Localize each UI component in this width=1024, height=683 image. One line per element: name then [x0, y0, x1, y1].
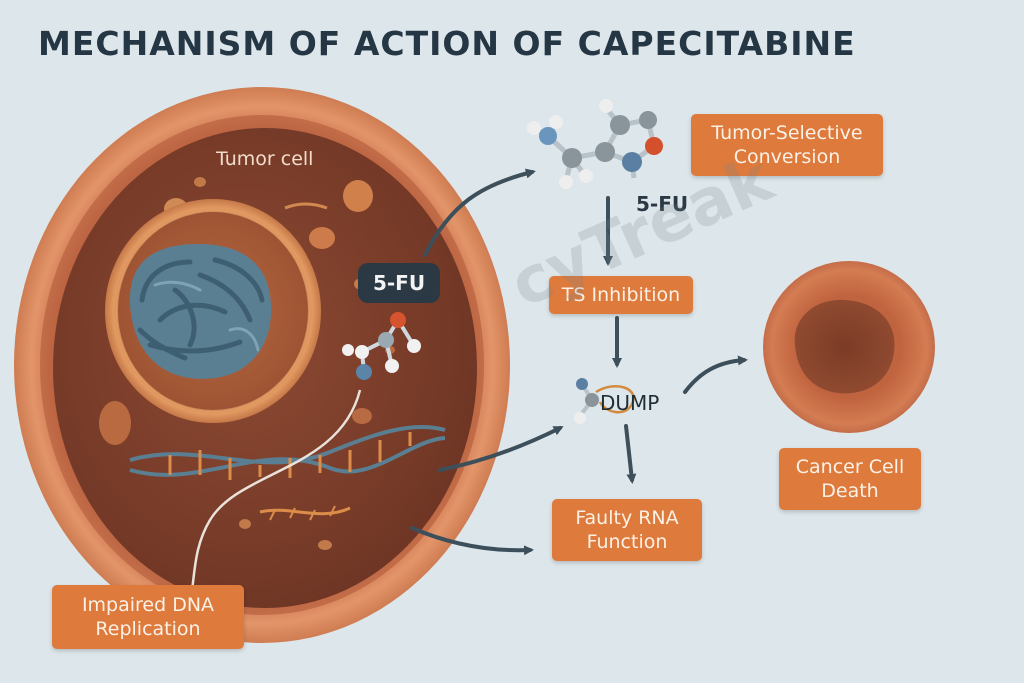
page-title: MECHANISM OF ACTION OF CAPECITABINE — [38, 24, 856, 63]
dead-cancer-cell — [763, 261, 935, 433]
chromatin — [129, 243, 272, 379]
tumor-cell — [14, 87, 510, 643]
molecule-5fu-label: 5-FU — [636, 192, 689, 216]
arrow-to-death — [683, 355, 748, 394]
box-tumor-selective-conversion: Tumor-Selective Conversion — [691, 114, 883, 176]
box-cancer-cell-death: Cancer Cell Death — [779, 448, 921, 510]
arrow-to-conversion — [423, 168, 536, 257]
molecule-dump — [574, 378, 635, 424]
molecule-5fu — [527, 99, 663, 189]
arrow-dna-to-dump — [438, 426, 564, 472]
box-ts-inhibition: TS Inhibition — [549, 276, 693, 314]
dump-label: DUMP — [600, 391, 660, 415]
arrow-to-rna — [624, 424, 637, 484]
thin-strand — [190, 389, 362, 591]
tumor-cell-label: Tumor cell — [216, 148, 314, 170]
box-faulty-rna-function: Faulty RNA Function — [552, 499, 702, 561]
box-impaired-dna-replication: Impaired DNA Replication — [52, 585, 244, 649]
dna-strand — [129, 424, 446, 521]
arrow-to-rna-bottom — [410, 526, 534, 556]
molecule-in-cell — [342, 312, 421, 380]
flow-arrows — [410, 168, 748, 556]
tag-5fu-cell: 5-FU — [358, 263, 440, 303]
